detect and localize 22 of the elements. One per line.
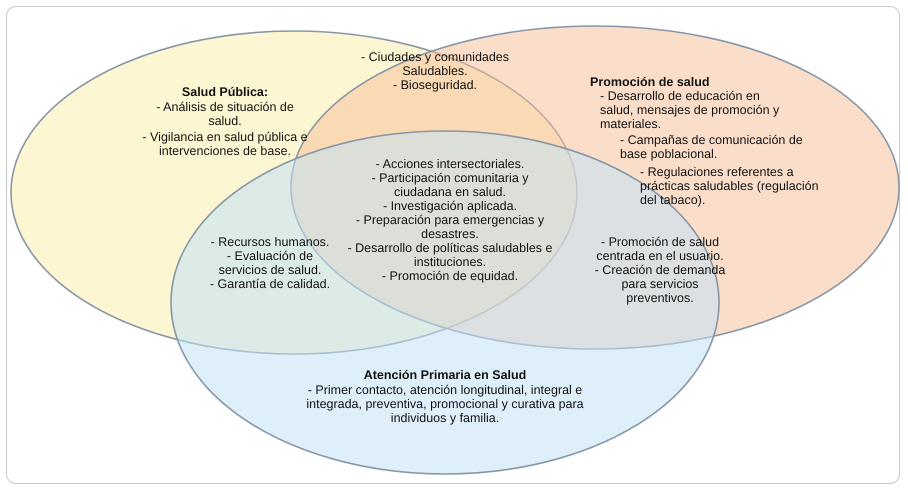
list-item: - Campañas de comunicación de base poblacional.	[620, 133, 804, 161]
list-item: - Participación comunitaria y ciudadana en salud.	[370, 171, 530, 199]
circle-heading: Promoción de salud	[590, 75, 710, 89]
list-item: - Promoción de salud centrada en el usuario.	[595, 235, 725, 263]
list-item: - Ciudades y comunidades Saludables.	[360, 50, 510, 78]
circle-heading: Atención Primaria en Salud	[362, 368, 528, 382]
list-item: - Bioseguridad.	[392, 78, 478, 92]
list-item: - Acciones intersectoriales.	[374, 157, 526, 171]
list-item: - Creación de demanda para servicios preventivos.	[594, 263, 726, 305]
list-item: - Análisis de situación de salud.	[155, 100, 295, 128]
list-item: - Garantía de calidad.	[208, 277, 332, 291]
list-item: - Vigilancia en salud pública e intervenciones de base.	[141, 130, 309, 158]
list-item: - Recursos humanos.	[210, 235, 330, 249]
list-item: - Primer contacto, atención longitudinal, integral e integrada, preventiva, promocional y curativa para individuos y familia.	[305, 383, 585, 425]
list-item: - Promoción de equidad.	[380, 269, 520, 283]
list-item: - Desarrollo de educación en salud, mensajes de promoción y materiales.	[600, 89, 780, 131]
list-item: - Regulaciones referentes a prácticas saludables (regulación del tabaco).	[640, 165, 820, 207]
list-item: - Desarrollo de políticas saludables e instituciones.	[346, 241, 554, 269]
list-item: - Evaluación de servicios de salud.	[218, 249, 322, 277]
circle-heading: Salud Pública:	[180, 85, 270, 99]
list-item: - Investigación aplicada.	[382, 199, 518, 213]
list-item: - Preparación para emergencias y desastres.	[354, 213, 546, 241]
